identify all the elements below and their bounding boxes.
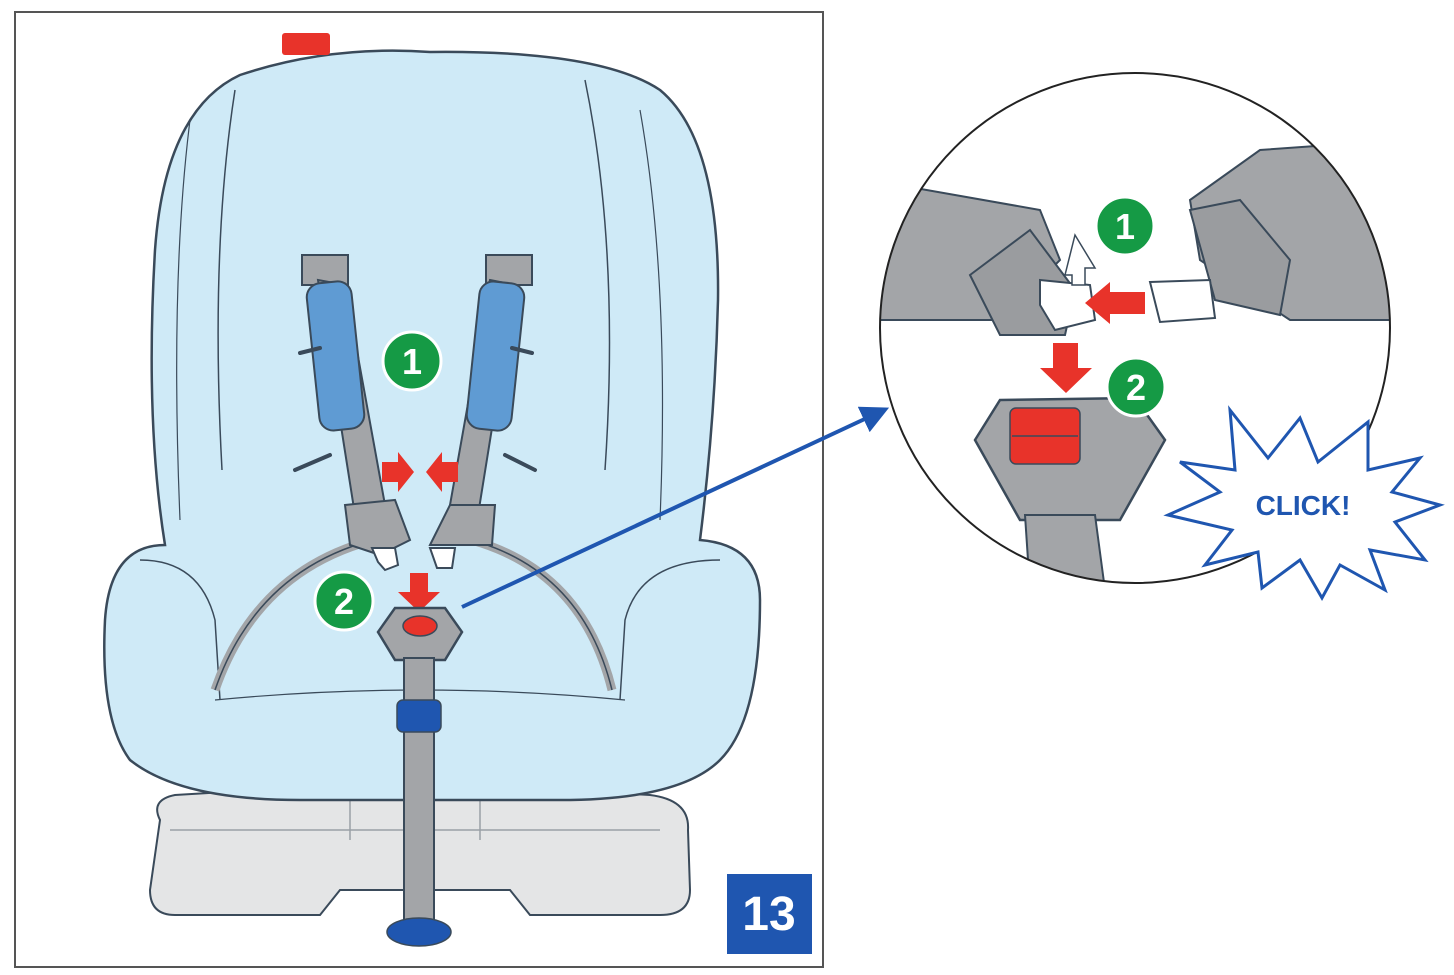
detail-press-arrow-left bbox=[1085, 282, 1145, 324]
left-shoulder-strap bbox=[293, 254, 412, 557]
left-buckle-tongue bbox=[370, 547, 400, 572]
buckle-housing bbox=[376, 606, 464, 662]
right-shoulder-pad bbox=[465, 280, 526, 432]
crotch-strap-blue-clip bbox=[396, 699, 442, 733]
left-shoulder-pad bbox=[305, 280, 366, 432]
figure-number-badge: 13 bbox=[727, 874, 812, 954]
svg-text:13: 13 bbox=[742, 888, 795, 941]
headrest-red-tab bbox=[282, 33, 330, 55]
svg-text:CLICK!: CLICK! bbox=[1256, 490, 1351, 521]
callout-arrow bbox=[461, 406, 890, 609]
step-1-badge: 1 bbox=[381, 330, 443, 392]
svg-text:1: 1 bbox=[1115, 206, 1135, 247]
seat-shell bbox=[103, 33, 762, 802]
svg-text:2: 2 bbox=[1126, 367, 1146, 408]
starburst-icon bbox=[1163, 405, 1445, 602]
detail-step-1-badge: 1 bbox=[1094, 195, 1156, 257]
detail-press-arrow-down bbox=[1040, 343, 1092, 393]
step-2-badge: 2 bbox=[313, 570, 375, 632]
crotch-strap bbox=[386, 657, 452, 947]
svg-text:2: 2 bbox=[334, 581, 354, 622]
press-arrow-left bbox=[426, 452, 458, 492]
main-illustration-panel: 1 2 13 bbox=[14, 11, 824, 968]
detail-step-2-badge: 2 bbox=[1105, 356, 1167, 418]
press-arrow-down bbox=[398, 573, 440, 612]
svg-text:1: 1 bbox=[402, 341, 422, 382]
right-shoulder-strap bbox=[428, 254, 537, 546]
crotch-strap-foot bbox=[386, 917, 452, 947]
press-arrow-right bbox=[382, 452, 414, 492]
click-starburst: CLICK! bbox=[1163, 405, 1445, 602]
right-buckle-tongue bbox=[428, 547, 457, 569]
buckle-red-button bbox=[402, 615, 438, 637]
